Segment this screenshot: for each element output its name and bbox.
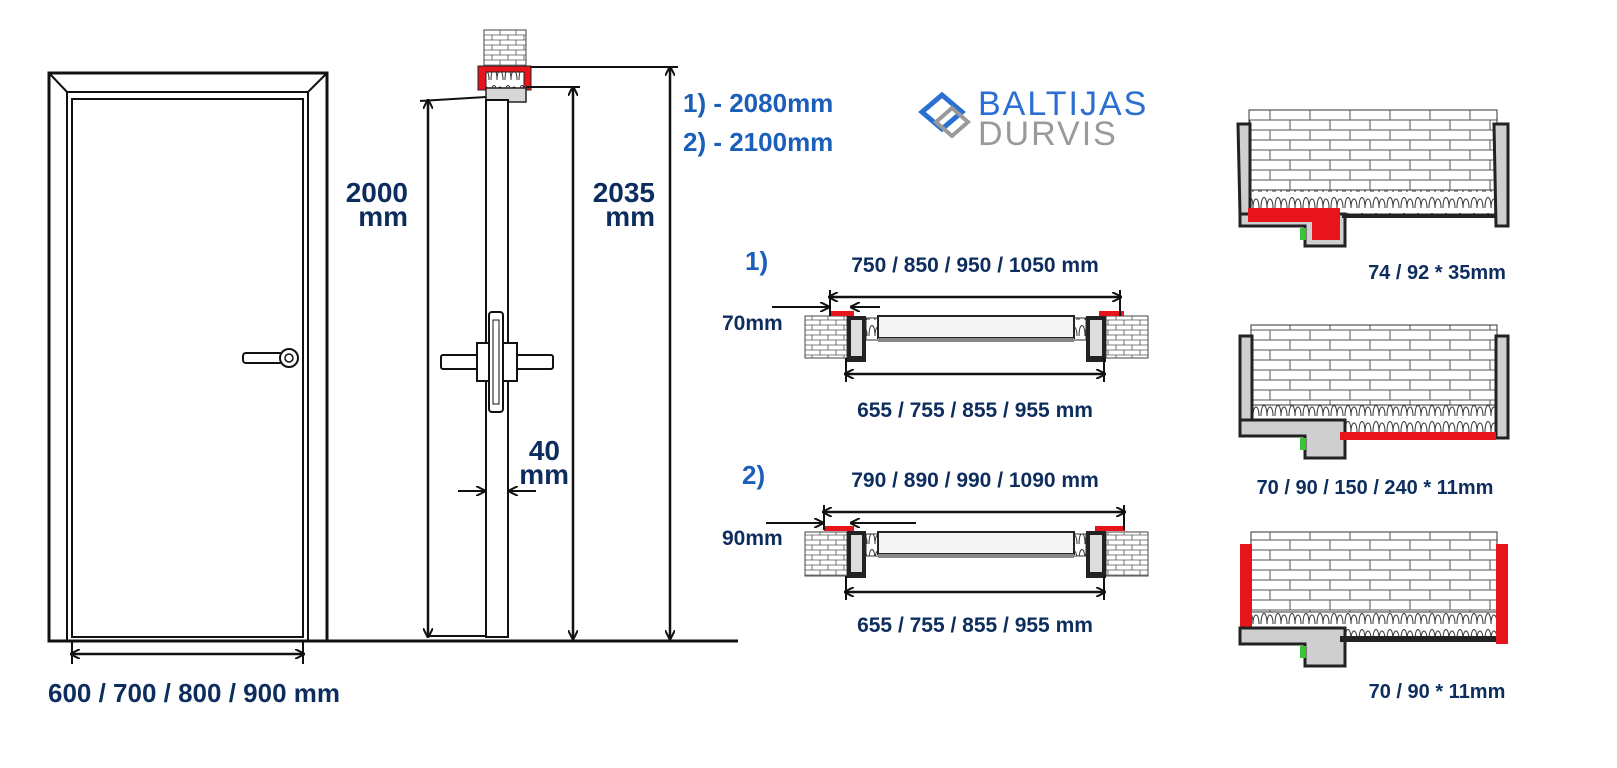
brand-name-line1: BALTIJAS xyxy=(978,85,1148,123)
door-thickness-value: 40 xyxy=(529,435,560,466)
section-2-outer-label: 790 / 890 / 990 / 1090 mm xyxy=(851,469,1099,492)
door-height-value: 2000 xyxy=(346,177,408,208)
section-plan-1 xyxy=(804,311,1149,362)
section-2-frame-label: 90mm xyxy=(722,527,783,550)
section-1-outer-label: 750 / 850 / 950 / 1050 mm xyxy=(851,254,1099,277)
door-side-section xyxy=(440,29,554,638)
section-plan-2 xyxy=(804,526,1149,578)
profile-3-highlight-right xyxy=(1496,544,1508,644)
door-width-label: 600 / 700 / 800 / 900 mm xyxy=(48,678,340,708)
door-height-unit: mm xyxy=(358,201,408,232)
profile-1-label: 74 / 92 * 35mm xyxy=(1368,262,1506,284)
side-handle-icon xyxy=(440,311,554,413)
door-front-view xyxy=(47,71,329,643)
section-1-marker: 1) xyxy=(745,246,768,276)
profile-1-highlight xyxy=(1248,208,1340,240)
section-1-inner-label: 655 / 755 / 855 / 955 mm xyxy=(857,399,1093,422)
overall-height-label-1: 1) - 2080mm xyxy=(683,88,833,118)
section-2-marker: 2) xyxy=(742,460,765,490)
brand-name-line2: DURVIS xyxy=(978,115,1118,153)
section-1-frame-label: 70mm xyxy=(722,312,783,335)
profile-detail-3 xyxy=(1238,531,1508,668)
door-handle-icon xyxy=(242,348,299,368)
profile-detail-1 xyxy=(1236,109,1510,248)
brand-logo-icon xyxy=(918,91,972,139)
profile-detail-2 xyxy=(1238,324,1510,460)
profile-2-highlight xyxy=(1340,432,1496,440)
profile-3-label: 70 / 90 * 11mm xyxy=(1369,681,1506,703)
profile-2-label: 70 / 90 / 150 / 240 * 11mm xyxy=(1257,477,1494,499)
section-2-inner-label: 655 / 755 / 855 / 955 mm xyxy=(857,614,1093,637)
frame-height-value: 2035 xyxy=(593,177,655,208)
frame-height-unit: mm xyxy=(605,201,655,232)
overall-height-label-2: 2) - 2100mm xyxy=(683,127,833,157)
door-thickness-unit: mm xyxy=(519,459,569,490)
profile-3-highlight-left xyxy=(1240,544,1252,640)
